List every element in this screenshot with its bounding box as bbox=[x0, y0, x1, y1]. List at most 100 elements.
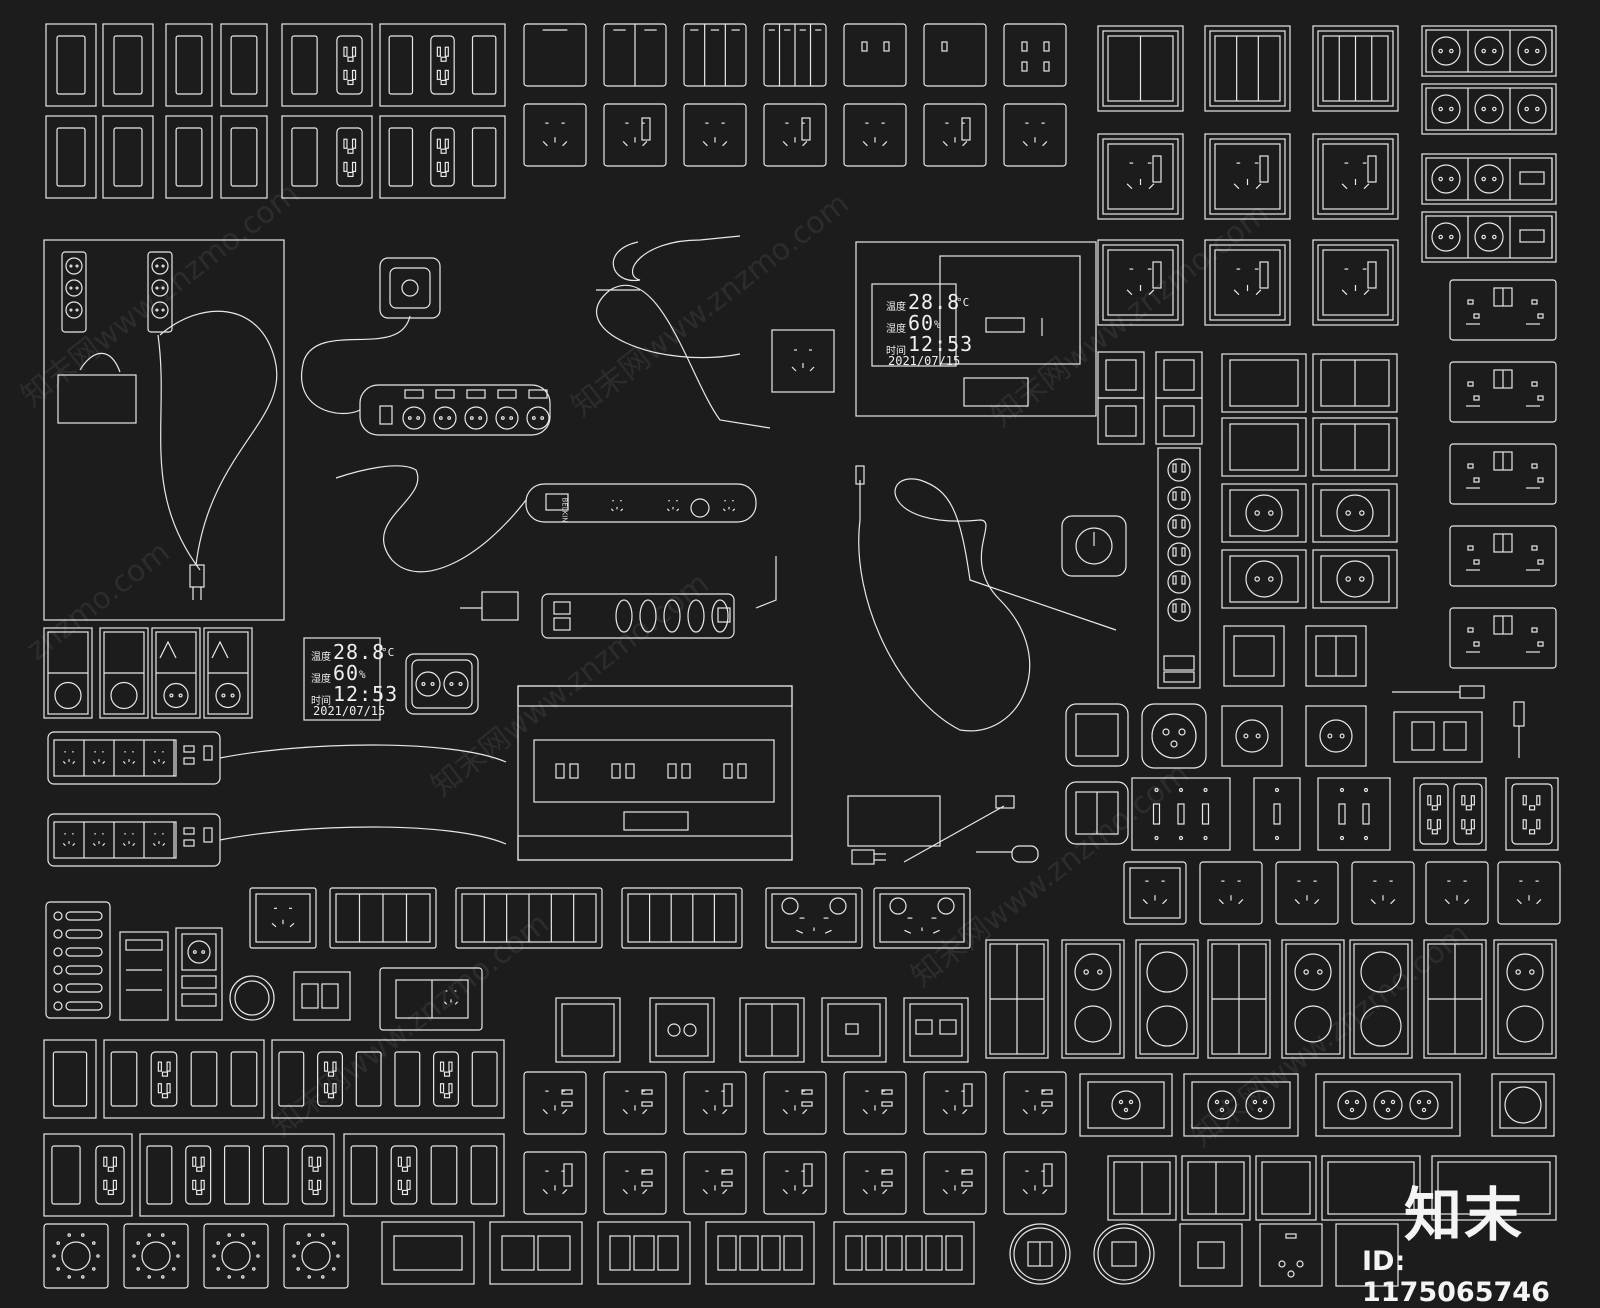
cable-path bbox=[755, 556, 777, 609]
outline-rect bbox=[1312, 239, 1399, 326]
outline-rect bbox=[107, 1166, 114, 1172]
outline-rect bbox=[561, 1089, 573, 1095]
outline-rect bbox=[1353, 943, 1409, 1055]
outline-rect bbox=[1172, 547, 1177, 557]
outline-rect bbox=[1362, 803, 1370, 825]
outline-rect bbox=[436, 138, 441, 149]
round-outline bbox=[147, 1233, 152, 1237]
cad-line bbox=[1126, 289, 1133, 296]
socket-icon bbox=[1431, 94, 1461, 124]
round-outline bbox=[1167, 570, 1191, 594]
outline-rect bbox=[1321, 1155, 1421, 1221]
outline-rect bbox=[43, 627, 93, 719]
cad-line bbox=[802, 1109, 808, 1115]
outline-rect bbox=[1152, 261, 1162, 289]
outline-rect bbox=[1320, 489, 1390, 537]
socket-icon bbox=[1444, 880, 1470, 905]
outline-rect bbox=[1011, 845, 1039, 863]
outline-rect bbox=[763, 1071, 827, 1135]
outline-rect bbox=[845, 1235, 863, 1271]
socket-icon bbox=[1517, 94, 1547, 124]
cad-line bbox=[102, 760, 106, 765]
outline-rect bbox=[1003, 1071, 1067, 1135]
socket-icon bbox=[1245, 560, 1283, 598]
socket-icon bbox=[1294, 880, 1320, 905]
outline-rect bbox=[1229, 423, 1299, 471]
cad-line bbox=[942, 1189, 948, 1195]
outline-rect bbox=[1233, 635, 1275, 677]
outline-rect bbox=[379, 405, 393, 425]
outline-rect bbox=[351, 46, 357, 57]
outline-rect bbox=[291, 35, 318, 95]
outline-rect bbox=[343, 161, 348, 173]
outline-rect bbox=[597, 1221, 691, 1285]
cad-line bbox=[1536, 899, 1542, 905]
us-switch-plates bbox=[45, 23, 506, 199]
outline-rect bbox=[1041, 1101, 1053, 1107]
round-outline bbox=[1327, 733, 1333, 739]
cad-line bbox=[962, 1189, 968, 1195]
outline-rect bbox=[885, 1235, 903, 1271]
round-outline bbox=[187, 940, 211, 964]
round-outline bbox=[1151, 713, 1197, 759]
outline-rect bbox=[435, 389, 455, 399]
cad-line bbox=[62, 842, 66, 847]
outline-rect bbox=[1097, 133, 1184, 220]
outline-rect bbox=[1349, 939, 1413, 1059]
gang-switch-row bbox=[381, 1221, 1399, 1287]
outline-rect bbox=[192, 1156, 197, 1167]
outline-rect bbox=[343, 69, 348, 81]
round-outline bbox=[1207, 1090, 1237, 1120]
round-outline bbox=[1167, 514, 1191, 538]
outline-rect bbox=[705, 1221, 815, 1285]
round-outline bbox=[69, 308, 73, 312]
humidity-value: 60 bbox=[908, 311, 935, 335]
outline-rect bbox=[771, 893, 857, 943]
round-outline bbox=[1075, 527, 1113, 565]
outline-rect bbox=[1531, 627, 1538, 633]
socket-icon bbox=[1474, 222, 1504, 252]
outline-rect bbox=[1473, 313, 1480, 319]
socket-icon bbox=[1516, 880, 1542, 905]
outline-rect bbox=[1111, 1241, 1137, 1267]
outline-rect bbox=[1338, 803, 1346, 825]
cad-line bbox=[92, 842, 96, 847]
outline-rect bbox=[1367, 155, 1377, 183]
outline-rect bbox=[923, 1151, 987, 1215]
outline-rect bbox=[181, 993, 217, 1007]
round-outline bbox=[53, 947, 63, 957]
outline-rect bbox=[1221, 417, 1307, 477]
temp-unit: °C bbox=[956, 296, 970, 309]
outline-rect bbox=[765, 887, 863, 949]
cad-line bbox=[722, 141, 728, 147]
round-outline bbox=[229, 975, 275, 1021]
outline-rect bbox=[1221, 353, 1307, 413]
cad-line bbox=[882, 1109, 888, 1115]
outline-rect bbox=[1320, 555, 1390, 603]
outline-rect bbox=[961, 1181, 973, 1187]
outline-rect bbox=[175, 35, 203, 95]
cable-path bbox=[301, 315, 411, 415]
outline-rect bbox=[444, 46, 449, 57]
round-outline bbox=[161, 264, 165, 268]
cad-line bbox=[72, 760, 76, 765]
round-outline bbox=[53, 911, 63, 921]
round-outline bbox=[192, 950, 197, 954]
outline-rect bbox=[633, 1235, 655, 1271]
outline-rect bbox=[1003, 103, 1067, 167]
cad-line bbox=[1148, 289, 1155, 296]
outline-rect bbox=[200, 1156, 205, 1167]
outline-rect bbox=[430, 127, 455, 187]
outline-rect bbox=[151, 627, 201, 719]
outline-rect bbox=[1259, 261, 1269, 289]
outline-rect bbox=[1102, 244, 1179, 321]
cad-line bbox=[942, 141, 948, 147]
round-outline bbox=[307, 1233, 312, 1237]
round-outline bbox=[53, 965, 63, 975]
outline-rect bbox=[667, 763, 677, 779]
socket-icon bbox=[151, 257, 169, 275]
outline-rect bbox=[1425, 157, 1553, 201]
round-outline bbox=[171, 1241, 176, 1245]
cad-line bbox=[562, 1189, 568, 1195]
outline-rect bbox=[621, 887, 743, 949]
